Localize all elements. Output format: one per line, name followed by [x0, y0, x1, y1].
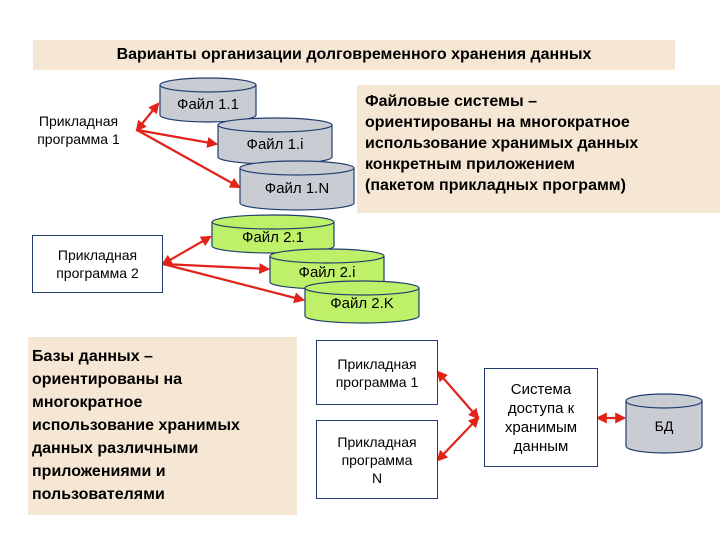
arrow-app1-file-1-i: [136, 128, 219, 148]
arrow-app2-file-2-k: [162, 262, 306, 304]
db-desc-line3: многократное: [32, 394, 143, 411]
fs-desc-line3: использование хранимых данных: [365, 135, 639, 152]
db-desc-line5: данных различными: [32, 440, 199, 457]
db-appn-line3: N: [371, 469, 383, 486]
db-app1-box: Прикладная программа 1: [316, 340, 438, 405]
file-cylinder-2-k: [304, 280, 420, 324]
access-line1: Система: [510, 380, 572, 398]
file-1-1-label: Файл 1.1: [177, 96, 239, 113]
access-system-box: Система доступа к хранимым данным: [484, 368, 598, 467]
app2-box: Прикладная программа 2: [32, 235, 163, 293]
arrow-app2-file-2-i: [162, 262, 271, 275]
app2-line1: Прикладная: [57, 247, 138, 263]
db-desc-line4: использование хранимых: [32, 417, 240, 434]
arrow-app1-file-1-n: [136, 129, 241, 189]
fs-desc-line4: конкретным приложением: [365, 156, 575, 173]
db-app1-line1: Прикладная: [337, 355, 417, 372]
file-systems-description: Файловые системы – ориентированы на мног…: [357, 85, 720, 213]
db-desc-line7: пользователями: [32, 486, 165, 503]
db-label: БД: [654, 418, 674, 434]
db-appn-line1: Прикладная: [337, 433, 417, 450]
fs-desc-line2: ориентированы на многократное: [365, 114, 630, 131]
file-2-k-label: Файл 2.K: [330, 295, 394, 312]
fs-desc-line1: Файловые системы –: [365, 93, 537, 110]
access-line3: хранимым: [504, 418, 578, 436]
app1-box: Прикладная программа 1: [20, 101, 137, 159]
file-cylinder-1-n: [239, 160, 355, 211]
arrow-app1-access: [436, 370, 480, 420]
db-desc-line1: Базы данных –: [32, 348, 153, 365]
db-app1-line2: программа 1: [335, 373, 419, 390]
file-2-1-label: Файл 2.1: [242, 229, 304, 246]
access-line2: доступа к: [507, 399, 575, 417]
arrow-app2-file-2-1: [161, 235, 212, 266]
diagram-title: Варианты организации долговременного хра…: [33, 40, 675, 70]
file-cylinder-2-1: [211, 214, 335, 254]
file-1-n-label: Файл 1.N: [264, 180, 330, 197]
db-appn-box: Прикладная программа N: [316, 420, 438, 499]
file-1-i-label: Файл 1.i: [246, 136, 304, 153]
database-cylinder: [625, 393, 703, 454]
arrow-app1-file-1-1: [135, 102, 160, 132]
access-line4: данным: [513, 437, 569, 455]
file-cylinder-1-1: [159, 77, 257, 123]
fs-desc-line5: (пакетом прикладных программ): [365, 177, 626, 194]
db-desc-line2: ориентированы на: [32, 371, 183, 388]
databases-description: Базы данных – ориентированы на многократ…: [28, 337, 297, 515]
db-appn-line2: программа: [341, 451, 413, 468]
arrow-appn-access: [436, 416, 480, 462]
app2-line2: программа 2: [56, 265, 139, 281]
app1-line2: программа 1: [37, 131, 120, 147]
app1-line1: Прикладная: [38, 113, 119, 129]
db-desc-line6: приложениями и: [32, 463, 166, 480]
file-2-i-label: Файл 2.i: [298, 264, 356, 281]
